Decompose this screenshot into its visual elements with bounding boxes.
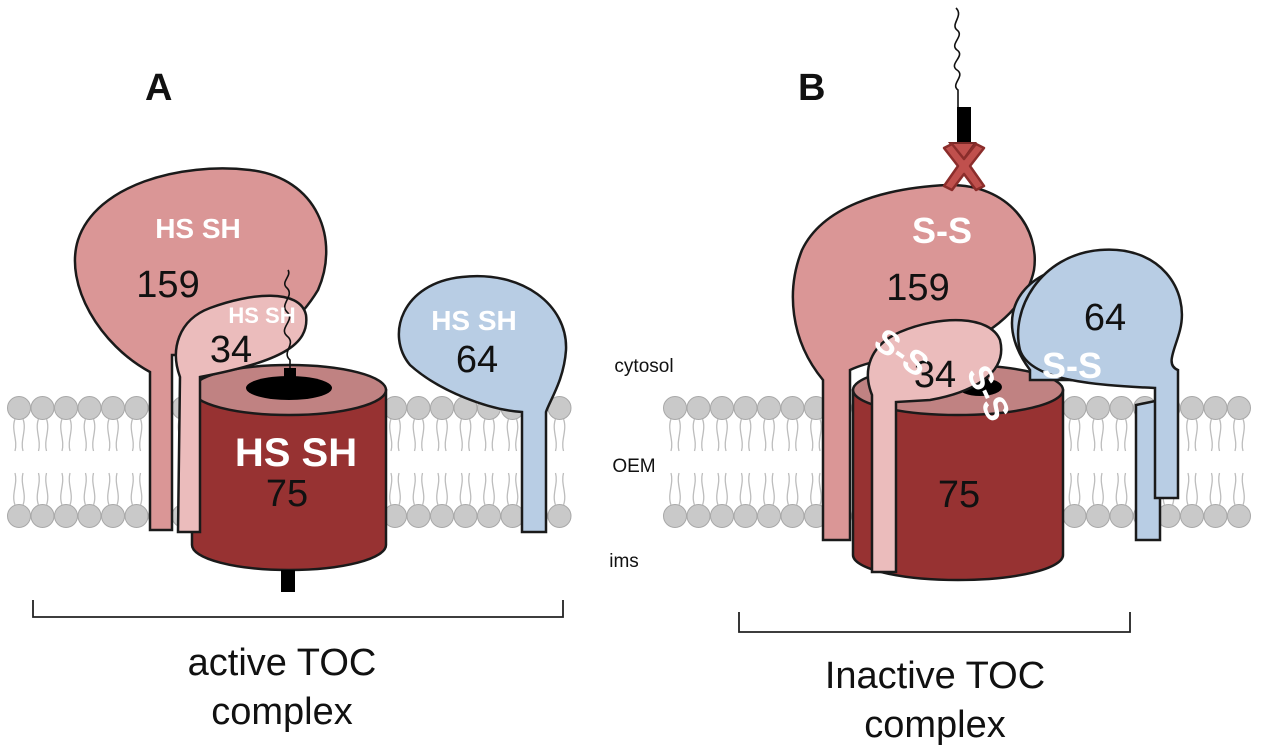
toc159-label-b: 159 [886, 267, 949, 309]
lipid-head [756, 395, 782, 452]
toc34-label-b: 34 [914, 354, 956, 396]
lipid-head [1179, 395, 1205, 452]
lipid-head [500, 472, 525, 529]
lipid-head [6, 472, 32, 529]
caption-a-line2: complex [211, 691, 353, 733]
toc159-label-a: 159 [136, 264, 199, 306]
toc34-protein-a [174, 294, 308, 534]
lipid-head [406, 395, 431, 452]
toc64-protein-a [397, 274, 568, 534]
lipid-head [780, 395, 805, 452]
toc75-label-b: 75 [938, 474, 980, 516]
lipid-head [124, 395, 149, 452]
toc75-pore-a [246, 376, 332, 400]
lipid-head [709, 472, 735, 529]
lipid-head [756, 472, 782, 529]
toc159-groups-a: HS SH [155, 213, 241, 244]
lipid-head [30, 395, 55, 452]
toc75-barrel-a [190, 388, 388, 572]
toc34-shape-a [174, 294, 308, 534]
lipid-head [733, 472, 758, 529]
blocked-cross-icon [942, 142, 986, 192]
lipid-head [686, 472, 711, 529]
lipid-head [1085, 395, 1111, 452]
panel-a: A HS SH 159 HS SH 34 HS SH 64 HS SH [32, 67, 568, 733]
lipid-head [780, 472, 805, 529]
lipid-head [6, 395, 32, 452]
lipid-head [100, 395, 126, 452]
caption-a-line1: active TOC [188, 642, 377, 684]
toc159-groups-b: S-S [912, 210, 972, 251]
toc34-shape-b [866, 318, 1003, 574]
lipid-head [662, 395, 688, 452]
toc34-label-a: 34 [210, 329, 252, 371]
toc64-protein-b [1010, 248, 1184, 542]
panel-a-letter: A [145, 67, 172, 109]
lipid-head [733, 395, 758, 452]
toc75-label-a: 75 [266, 473, 308, 515]
oem-label: OEM [612, 456, 655, 477]
lipid-head [1226, 395, 1252, 452]
toc34-protein-b [866, 318, 1003, 574]
complex-bracket-b [738, 612, 1131, 633]
lipid-head [53, 472, 79, 529]
toc75-groups-a: HS SH [235, 431, 357, 475]
lipid-head [77, 472, 102, 529]
caption-b-line1: Inactive TOC [825, 655, 1045, 697]
lipid-head [1062, 395, 1087, 452]
lipid-head [1203, 395, 1228, 452]
lipid-head [53, 395, 79, 452]
lipid-head [662, 472, 688, 529]
lipid-head [453, 472, 478, 529]
lipid-head [100, 472, 126, 529]
toc75-barrel-b [851, 388, 1065, 582]
preprotein-chain-a [283, 269, 292, 375]
toc34-groups-a: HS SH [228, 303, 295, 328]
preprotein-transit-segment-a [284, 368, 296, 382]
toc64-shape-b [1016, 248, 1184, 500]
lipid-head [429, 395, 455, 452]
lipid-head [1109, 395, 1134, 452]
lipid-head [1109, 472, 1134, 529]
lipid-head [547, 472, 572, 529]
preprotein-exit-segment-a [281, 570, 295, 592]
panel-b-letter: B [798, 67, 825, 109]
toc75-channel-a [190, 363, 388, 592]
panel-b: B S-S 159 64 S-S [738, 7, 1184, 746]
preprotein-chain-b [953, 7, 961, 108]
lipid-head [1203, 472, 1228, 529]
preprotein-segment-b [957, 107, 971, 152]
toc64-groups-a: HS SH [431, 305, 517, 336]
lipid-head [476, 472, 502, 529]
toc64-shape-a [397, 274, 568, 534]
lipid-head [77, 395, 102, 452]
lipid-head [1226, 472, 1252, 529]
toc64-label-b: 64 [1084, 297, 1126, 339]
cytosol-label: cytosol [614, 356, 673, 377]
ims-label: ims [609, 551, 639, 572]
lipid-head [429, 472, 455, 529]
lipid-head [1062, 472, 1087, 529]
lipid-head [453, 395, 478, 452]
lipid-head [709, 395, 735, 452]
lipid-head [124, 472, 149, 529]
lipid-head [1085, 472, 1111, 529]
caption-b-line2: complex [864, 704, 1006, 746]
lipid-head [686, 395, 711, 452]
toc64-groups-b: S-S [1042, 345, 1102, 386]
toc64-label-a: 64 [456, 339, 498, 381]
lipid-head [547, 395, 572, 452]
lipid-head [406, 472, 431, 529]
lipid-head [30, 472, 55, 529]
lipid-head [1179, 472, 1205, 529]
complex-bracket-a [32, 600, 564, 618]
